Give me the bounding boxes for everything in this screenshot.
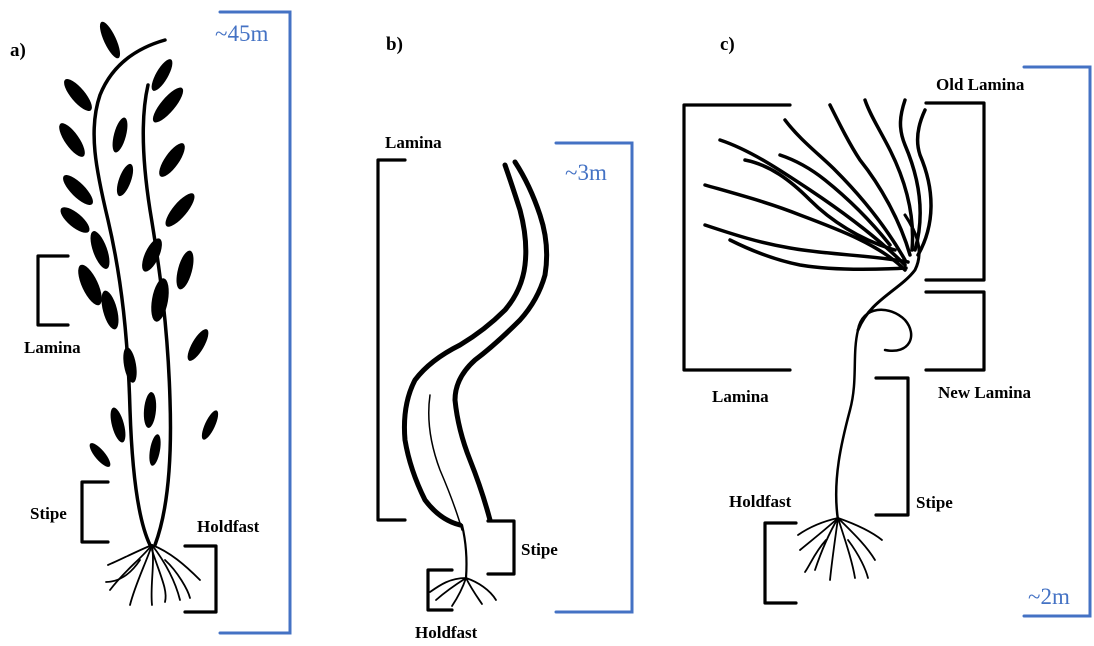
panel-a-lamina-label: Lamina [24, 339, 81, 356]
panel-c-holdfast-roots [798, 518, 882, 580]
panel-c-new-lamina-label: New Lamina [938, 384, 1031, 401]
panel-a-holdfast-label: Holdfast [197, 518, 259, 535]
panel-c-holdfast-bracket [765, 523, 796, 603]
panel-b-blade-left-edge [404, 165, 525, 525]
panel-a-scale-label: ~45m [215, 22, 268, 45]
panel-b-scale-label: ~3m [565, 161, 607, 184]
panel-a-stipe-bracket [82, 482, 108, 542]
panel-b-stipe-label: Stipe [521, 541, 558, 558]
panel-c-scale-label: ~2m [1028, 585, 1070, 608]
panel-c-holdfast-label: Holdfast [729, 493, 791, 510]
panel-c-old-lamina-fronds [705, 100, 931, 270]
panel-c-label: c) [720, 35, 735, 54]
panel-b-holdfast-label: Holdfast [415, 624, 477, 641]
panel-a-holdfast-roots [106, 545, 200, 605]
panel-b-holdfast-roots [430, 578, 496, 606]
panel-a-label: a) [10, 41, 26, 60]
panel-b-stipe [462, 525, 467, 578]
panel-b-lamina-bracket [378, 160, 405, 520]
panel-a-lamina-bracket [38, 256, 68, 325]
panel-b-stipe-bracket [488, 521, 514, 574]
panel-c-stipe-label: Stipe [916, 494, 953, 511]
panel-c-stipe-bracket [876, 378, 908, 515]
panel-b-scale-bracket [556, 143, 632, 612]
panel-b-label: b) [386, 35, 403, 54]
panel-a-holdfast-bracket [185, 546, 216, 612]
panel-c-lamina-bracket [684, 105, 790, 370]
panel-c-lamina-label: Lamina [712, 388, 769, 405]
panel-c-scale-bracket [1024, 67, 1090, 616]
panel-a-scale-bracket [220, 12, 290, 633]
panel-b-lamina-label: Lamina [385, 134, 442, 151]
panel-c-old-lamina-label: Old Lamina [936, 76, 1024, 93]
panel-c-new-lamina-bracket [926, 292, 984, 370]
panel-a-blades [55, 19, 221, 469]
panel-a-stipe-label: Stipe [30, 505, 67, 522]
panel-c-old-lamina-bracket [926, 103, 984, 280]
panel-c-stipe [836, 310, 911, 520]
